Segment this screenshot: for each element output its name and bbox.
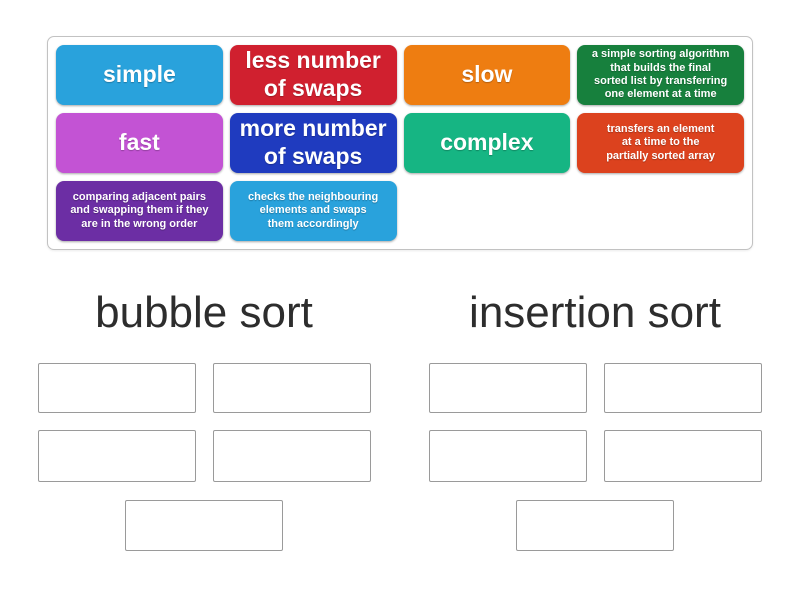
drop-slot-bubble-2[interactable] [213,363,371,413]
tile-transfers-element[interactable]: transfers an element at a time to the pa… [577,113,744,173]
tile-insertion-definition[interactable]: a simple sorting algorithm that builds t… [577,45,744,105]
tile-less-number-of-swaps[interactable]: less number of swaps [229,45,397,105]
drop-slot-bubble-1[interactable] [38,363,196,413]
tile-slow[interactable]: slow [403,45,571,105]
drop-slot-bubble-5[interactable] [125,500,283,551]
tile-tray: simple less number of swaps slow a simpl… [47,36,753,250]
group-title-bubble-sort: bubble sort [95,288,313,337]
group-title-insertion-sort: insertion sort [469,288,721,337]
drop-slot-insertion-3[interactable] [429,430,587,482]
drop-slot-insertion-1[interactable] [429,363,587,413]
tile-more-number-of-swaps[interactable]: more number of swaps [229,113,397,173]
drop-slot-insertion-5[interactable] [516,500,674,551]
tile-comparing-adjacent-pairs[interactable]: comparing adjacent pairs and swapping th… [56,181,223,241]
drop-slot-bubble-3[interactable] [38,430,196,482]
tile-simple[interactable]: simple [56,45,223,105]
drop-slot-bubble-4[interactable] [213,430,371,482]
drop-slot-insertion-4[interactable] [604,430,762,482]
drop-slot-insertion-2[interactable] [604,363,762,413]
tile-complex[interactable]: complex [403,113,571,173]
tile-checks-neighbouring[interactable]: checks the neighbouring elements and swa… [229,181,397,241]
tile-fast[interactable]: fast [56,113,223,173]
